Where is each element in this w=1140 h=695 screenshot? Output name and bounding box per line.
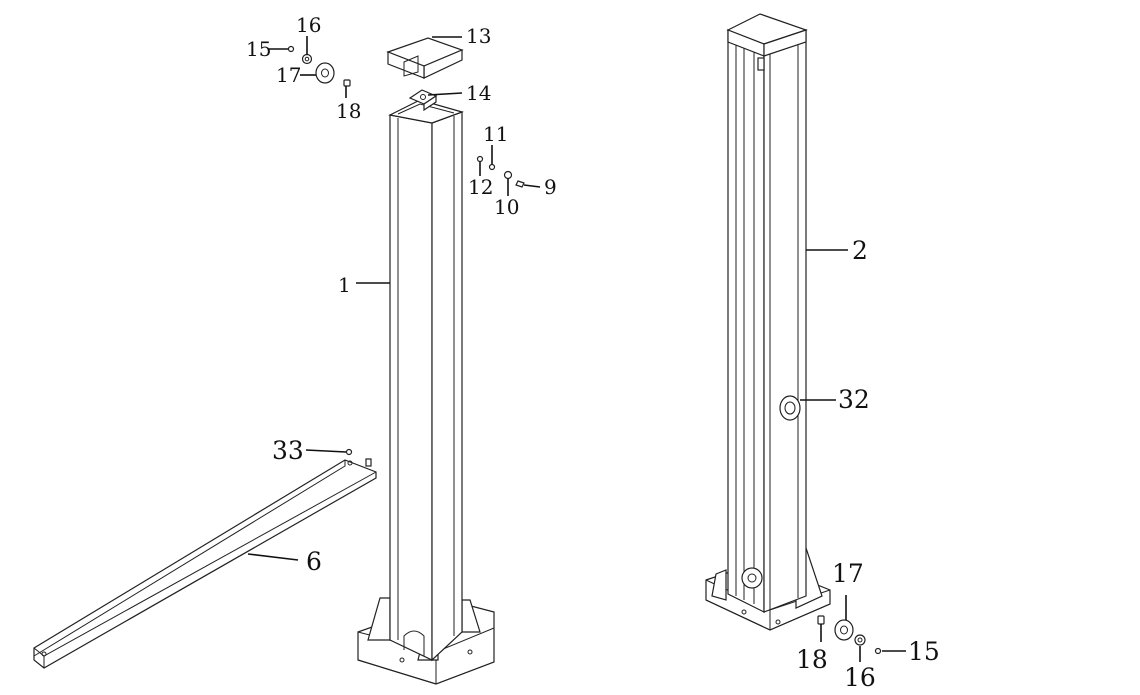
callout-18-right: 18 [796,645,828,674]
callout-17-right: 17 [832,559,864,588]
leader-lines [247,36,906,662]
fasteners-right-bottom [817,615,882,655]
callout-12: 12 [468,175,493,199]
callout-15: 15 [246,37,271,61]
callout-9: 9 [544,175,557,199]
callout-17: 17 [276,63,301,87]
callout-16-right: 16 [844,663,876,690]
callout-10: 10 [494,195,519,219]
callout-11: 11 [483,122,508,146]
callout-32: 32 [838,385,870,414]
callout-2: 2 [852,236,868,265]
fasteners-left-top [287,45,525,188]
callout-13: 13 [466,24,491,48]
left-post [357,99,495,685]
callout-33: 33 [272,436,304,465]
bracket-14 [408,89,438,112]
callout-18: 18 [336,99,361,123]
callout-1: 1 [338,273,351,297]
right-post [705,13,831,631]
callout-14: 14 [466,81,491,105]
track-plate-6 [33,448,377,669]
callout-15-right: 15 [908,637,940,666]
top-cover-13 [386,37,464,79]
callout-6: 6 [306,547,322,576]
callout-labels-left: 1 6 33 13 14 15 16 17 18 11 12 10 9 [246,13,557,576]
callout-16: 16 [296,13,321,37]
callout-labels-right: 2 32 17 18 16 15 [796,236,940,692]
